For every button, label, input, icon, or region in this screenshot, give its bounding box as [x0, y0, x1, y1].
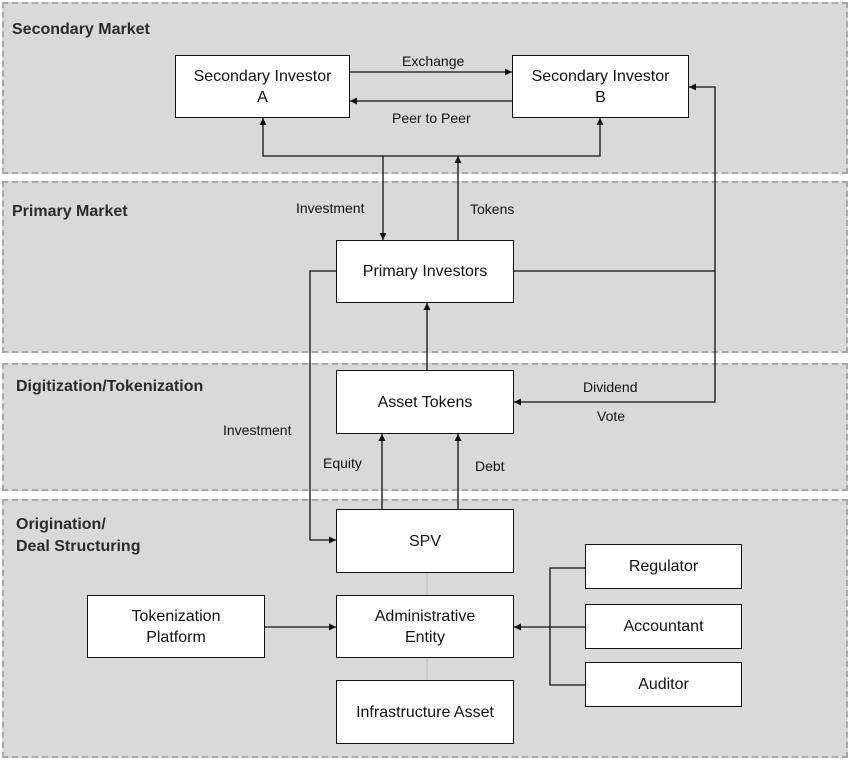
investment-to-spv-arrow: [309, 270, 336, 544]
infrastructure-asset-box: Infrastructure Asset: [336, 680, 514, 744]
dividend-vote-arrow: [514, 271, 716, 406]
dividend-label: Dividend: [583, 379, 638, 395]
primary-investors-box: Primary Investors: [336, 240, 514, 303]
peer-to-peer-label: Peer to Peer: [392, 110, 471, 126]
exchange-label: Exchange: [402, 53, 465, 69]
investment-spv-label: Investment: [223, 422, 292, 438]
primary-to-b-line: [513, 83, 716, 272]
auditor-box: Auditor: [585, 662, 742, 707]
secondary-investor-b-box: Secondary Investor B: [512, 55, 689, 118]
secondary-market-title: Secondary Market: [12, 21, 150, 38]
tokens-label: Tokens: [470, 201, 515, 217]
secondary-market-section: [2, 2, 848, 174]
secondary-bracket: [259, 118, 604, 157]
tokenization-platform-box: Tokenization Platform: [87, 595, 265, 658]
accountant-box: Accountant: [585, 604, 742, 649]
administrative-entity-box: Administrative Entity: [336, 595, 514, 658]
asset-tokens-box: Asset Tokens: [336, 370, 514, 434]
secondary-investor-a-box: Secondary Investor A: [175, 55, 350, 118]
investment-primary-label: Investment: [296, 200, 365, 216]
digitization-title: Digitization/Tokenization: [16, 378, 204, 395]
origination-title: Origination/ Deal Structuring: [16, 516, 141, 555]
vote-label: Vote: [597, 408, 626, 424]
regulator-box: Regulator: [585, 544, 742, 589]
debt-label: Debt: [475, 458, 505, 474]
spv-box: SPV: [336, 509, 514, 573]
primary-market-title: Primary Market: [12, 203, 128, 220]
equity-label: Equity: [323, 455, 362, 471]
